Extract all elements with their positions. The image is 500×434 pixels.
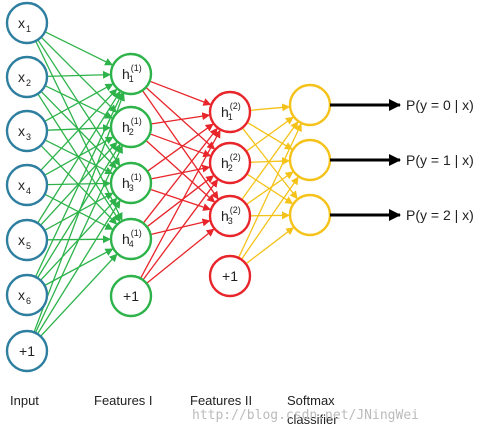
edge-input-to-features1: [46, 70, 111, 79]
features2-node: [208, 90, 252, 134]
edge-features2-to-softmax: [240, 176, 299, 260]
softmax-node: [288, 138, 332, 182]
edge-features2-to-softmax: [249, 211, 290, 220]
edge-features1-to-features2: [149, 133, 212, 158]
edge-features1-to-features2: [146, 175, 215, 228]
input-bias-node: [5, 329, 49, 373]
input-node: [5, 55, 49, 99]
features2-node-label: h(2)3: [221, 205, 241, 226]
input-node: [5, 109, 49, 153]
input-node-label: x1: [18, 15, 31, 34]
features2-node-label: h(2)1: [221, 101, 241, 122]
edge-features1-to-features2: [146, 228, 215, 284]
layer-label-softmax: Softmax: [287, 393, 335, 408]
output-probability-label: P(y = 2 | x): [406, 207, 474, 223]
edge-features1-to-features2: [150, 112, 211, 125]
output-probabilities: P(y = 0 | x) P(y = 1 | x) P(y = 2 | x): [330, 97, 474, 223]
input-node-label: x2: [18, 69, 31, 88]
edge-features1-to-features2: [150, 218, 211, 236]
edge-input-to-features1: [36, 200, 121, 335]
features2-bias-node: [208, 254, 252, 298]
edge-input-to-features1: [44, 31, 113, 66]
features2-node-label: h(2)2: [221, 152, 241, 173]
edge-input-to-features1: [37, 90, 121, 224]
edge-input-to-features1: [34, 145, 123, 334]
input-bias-node-label: +1: [19, 343, 35, 359]
edge-features2-to-softmax: [246, 171, 294, 206]
edge-input-to-features1: [46, 124, 111, 133]
features2-bias-node-label: +1: [222, 268, 238, 284]
input-node: [5, 273, 49, 317]
edge-features1-to-features2: [139, 129, 221, 279]
edge-input-to-features1: [33, 92, 125, 333]
edge-features2-to-softmax: [245, 116, 294, 152]
network-nodes: x1 x2 x3 x4 x5 x6 +1 h(1)1 h(1)2 h(1)3 h(1)4 +1 h(2)…: [5, 1, 332, 373]
edge-features1-to-features2: [145, 86, 216, 150]
features1-node: [109, 161, 153, 205]
layer-labels: Input Features I Features II Softmax classif…: [10, 393, 338, 427]
layer-label-features2: Features II: [190, 393, 252, 408]
layer-label-features1: Features I: [94, 393, 153, 408]
edge-features2-to-softmax: [249, 103, 291, 112]
layer-label-input: Input: [10, 393, 39, 408]
features1-bias-node: [109, 274, 153, 318]
edge-features2-to-softmax: [241, 127, 298, 200]
edge-features2-to-softmax: [237, 123, 302, 259]
features1-bias-node-label: +1: [123, 288, 139, 304]
edge-features1-to-features2: [145, 139, 216, 203]
features1-node-label: h(1)3: [122, 172, 142, 193]
edge-input-to-features1: [34, 92, 123, 278]
softmax-node: [288, 193, 332, 237]
features1-node-label: h(1)1: [122, 63, 142, 84]
edge-input-to-features1: [40, 88, 118, 171]
input-node: [5, 218, 49, 262]
features1-node: [109, 52, 153, 96]
features2-node: [208, 194, 252, 238]
edge-features2-to-softmax: [246, 121, 293, 150]
input-node: [5, 1, 49, 45]
features1-node-label: h(1)2: [122, 116, 142, 137]
features1-node: [109, 217, 153, 261]
edge-features1-to-features2: [142, 127, 218, 224]
edge-features1-to-features2: [142, 178, 219, 281]
edge-input-to-features1: [44, 85, 114, 119]
edge-features2-to-softmax: [241, 121, 299, 201]
input-node: [5, 163, 49, 207]
features1-node: [109, 105, 153, 149]
edge-features1-to-features2: [149, 80, 212, 106]
edge-features1-to-features2: [146, 123, 214, 172]
softmax-node: [288, 83, 332, 127]
input-node-label: x3: [18, 123, 31, 142]
output-probability-label: P(y = 1 | x): [406, 152, 474, 168]
input-node-label: x4: [18, 177, 31, 196]
edge-features1-to-features2: [149, 188, 212, 211]
input-node-label: x5: [18, 232, 31, 251]
connection-edges: [33, 31, 302, 337]
output-probability-label: P(y = 0 | x): [406, 97, 474, 113]
watermark-text: http://blog.csdn.net/JNingWei: [192, 408, 419, 423]
features1-node-label: h(1)4: [122, 228, 142, 249]
layer-label-classifier: classifier: [287, 412, 338, 427]
edge-input-to-features1: [44, 83, 114, 122]
edge-input-to-features1: [40, 36, 117, 113]
edge-input-to-features1: [44, 136, 114, 176]
features2-node: [208, 141, 252, 185]
input-node-label: x6: [18, 287, 31, 306]
edge-features2-to-softmax: [245, 227, 295, 265]
edge-input-to-features1: [40, 253, 118, 337]
